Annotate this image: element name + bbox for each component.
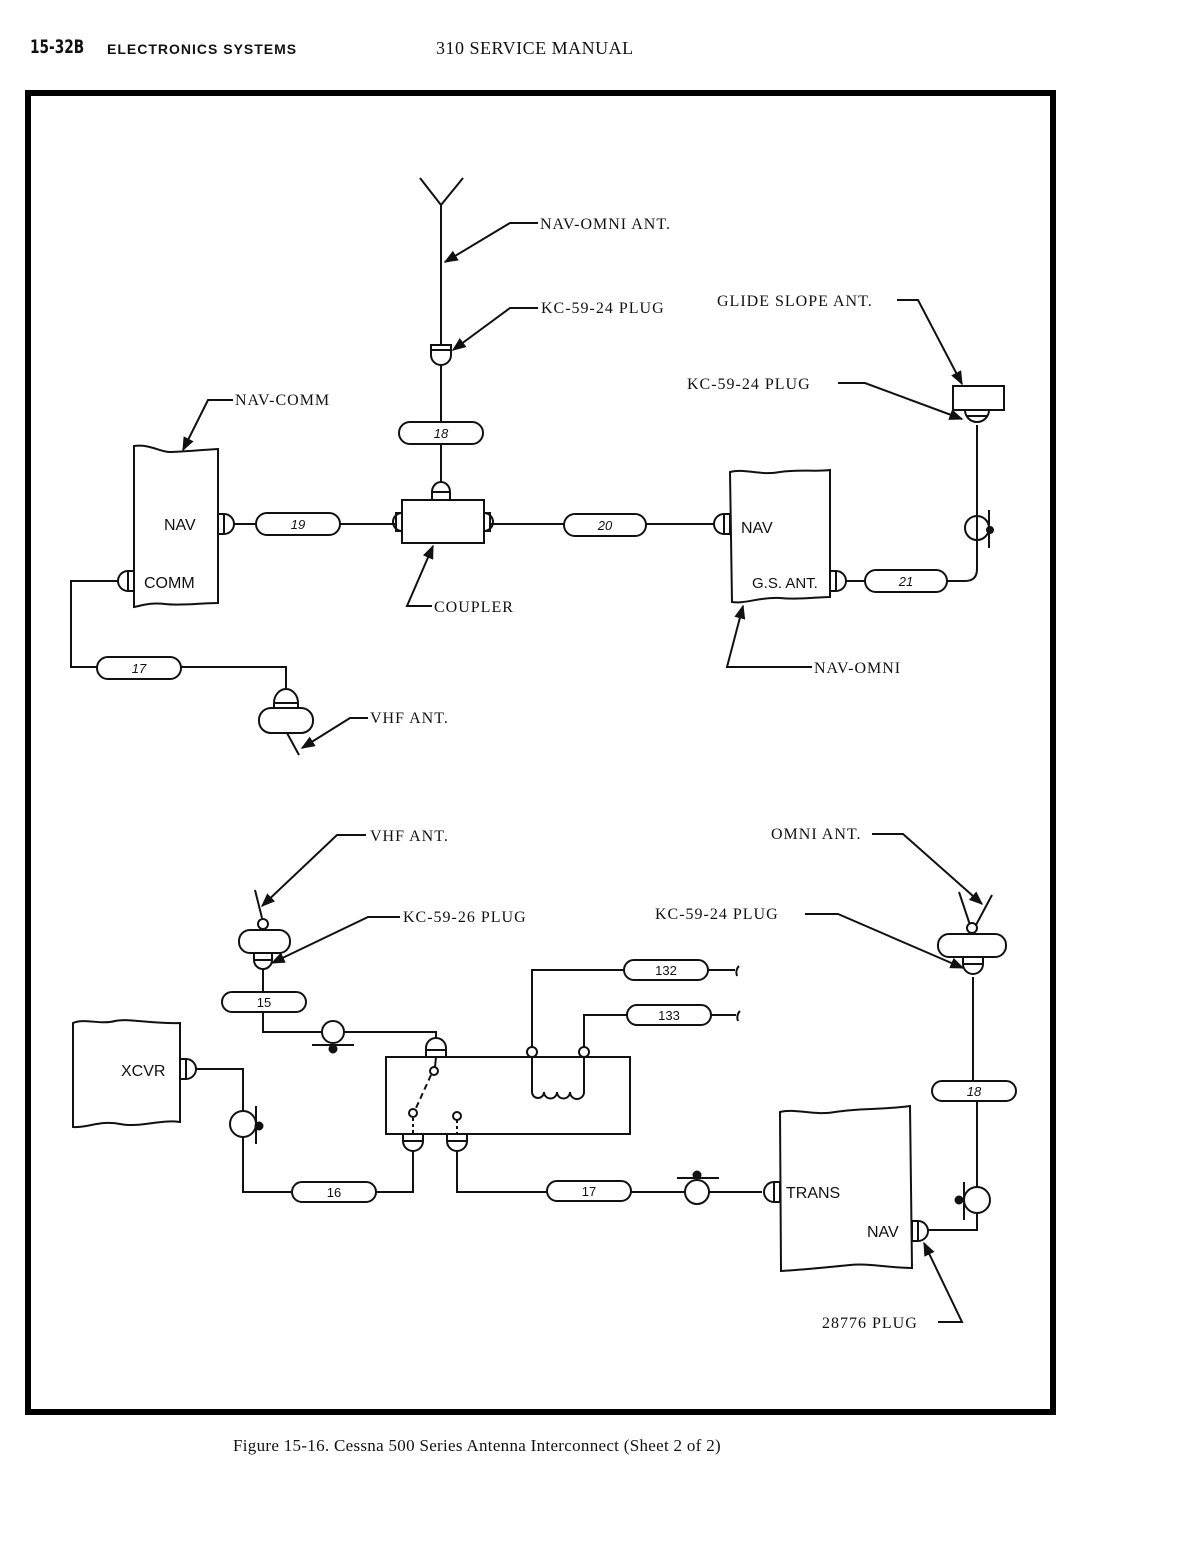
cable-15-label: 15 [257,995,271,1010]
nav-omni-antenna [419,177,464,345]
cable-17-upper-label: 17 [132,661,147,676]
leader-kc-plug-gs [838,382,964,420]
label-glide-slope-ant: GLIDE SLOPE ANT. [717,293,873,310]
nav-omni-unit [713,468,847,604]
section-title: ELECTRONICS SYSTEMS [107,41,298,57]
antenna-relay [385,1037,631,1152]
label-omni-ant: OMNI ANT. [771,826,861,843]
kc-59-24-plug-top [430,344,452,422]
label-vhf-ant-lower: VHF ANT. [370,828,449,845]
label-kc-plug-top: KC-59-24 PLUG [541,300,665,317]
label-nav-omni-gs: G.S. ANT. [752,575,818,592]
connector-symbol-gs [964,510,994,548]
leader-nav-omni-ant [443,222,538,263]
trans-nav-unit [763,1104,929,1273]
label-kc-plug-26: KC-59-26 PLUG [403,909,527,926]
cable-18-lower-label: 18 [967,1084,982,1099]
page-number: 15-32B [30,36,85,58]
connector-symbol-15 [312,1020,354,1054]
label-nav-omni: NAV-OMNI [814,660,901,677]
vhf-antenna-upper [258,688,314,756]
cable-21-label: 21 [898,574,913,589]
leader-nav-omni [725,604,812,668]
xcvr-unit [72,1019,197,1129]
cable-133-label: 133 [658,1008,680,1023]
glide-slope-antenna [952,385,1005,423]
manual-title: 310 SERVICE MANUAL [436,38,634,58]
leader-kc-plug-top [451,307,538,351]
label-kc-plug-gs: KC-59-24 PLUG [687,376,811,393]
cable-16-label: 16 [327,1185,341,1200]
figure-frame [25,90,1056,1415]
label-nav-omni-nav: NAV [741,520,773,537]
leader-omni-ant [872,833,984,905]
cable-19-label: 19 [291,517,305,532]
cable-17-lower-label: 17 [582,1184,596,1199]
cable-132-label: 132 [655,963,677,978]
leader-kc-plug-24-lower [805,913,965,969]
label-vhf-ant-upper: VHF ANT. [370,710,449,727]
label-trans: TRANS [786,1185,840,1202]
label-coupler: COUPLER [434,599,514,616]
leader-nav-comm [182,399,233,452]
leader-28776-plug [923,1241,964,1323]
coupler [392,481,494,544]
label-kc-plug-24-lower: KC-59-24 PLUG [655,906,779,923]
leader-vhf-ant-upper [300,717,368,749]
cable-20-label: 20 [597,518,613,533]
label-trans-nav: NAV [867,1224,899,1241]
leader-coupler [405,544,434,607]
label-xcvr: XCVR [121,1063,165,1080]
label-nav-comm-nav: NAV [164,517,196,534]
label-nav-omni-ant: NAV-OMNI ANT. [540,216,671,233]
connector-symbol-xcvr [229,1106,264,1144]
connector-symbol-nav [954,1182,991,1220]
label-nav-comm: NAV-COMM [235,392,330,409]
figure-caption: Figure 15-16. Cessna 500 Series Antenna … [233,1436,721,1455]
leader-vhf-ant-lower [260,834,366,907]
omni-antenna-lower [937,891,1007,975]
leader-glide-slope [897,299,963,386]
connector-symbol-17 [677,1170,719,1205]
label-28776-plug: 28776 PLUG [822,1315,918,1332]
cable-18-upper-label: 18 [434,426,449,441]
label-nav-comm-comm: COMM [144,575,195,592]
vhf-antenna-lower [238,889,291,992]
nav-comm-unit [117,444,235,609]
leader-kc-plug-26 [270,916,400,964]
